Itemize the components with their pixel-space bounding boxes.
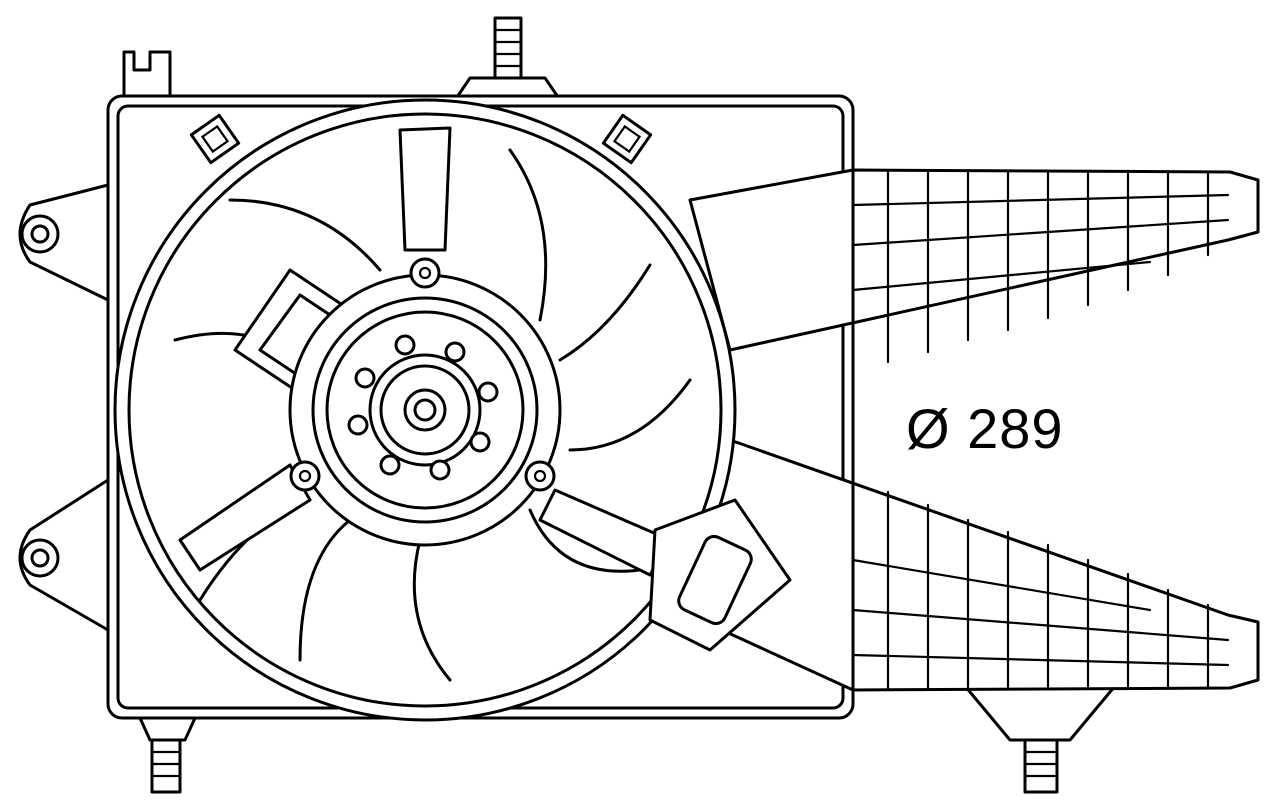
bracket-bottom	[698, 438, 1260, 692]
diameter-label: Ø 289	[906, 397, 1064, 460]
left-ear-bottom	[18, 478, 110, 632]
left-ear-top	[18, 183, 110, 302]
spokes	[178, 126, 672, 577]
bottom-stud-right	[958, 678, 1122, 794]
bracket-top	[688, 168, 1260, 374]
motor-hub	[288, 257, 562, 547]
top-stud	[453, 16, 562, 102]
bottom-stud-left	[138, 716, 197, 794]
